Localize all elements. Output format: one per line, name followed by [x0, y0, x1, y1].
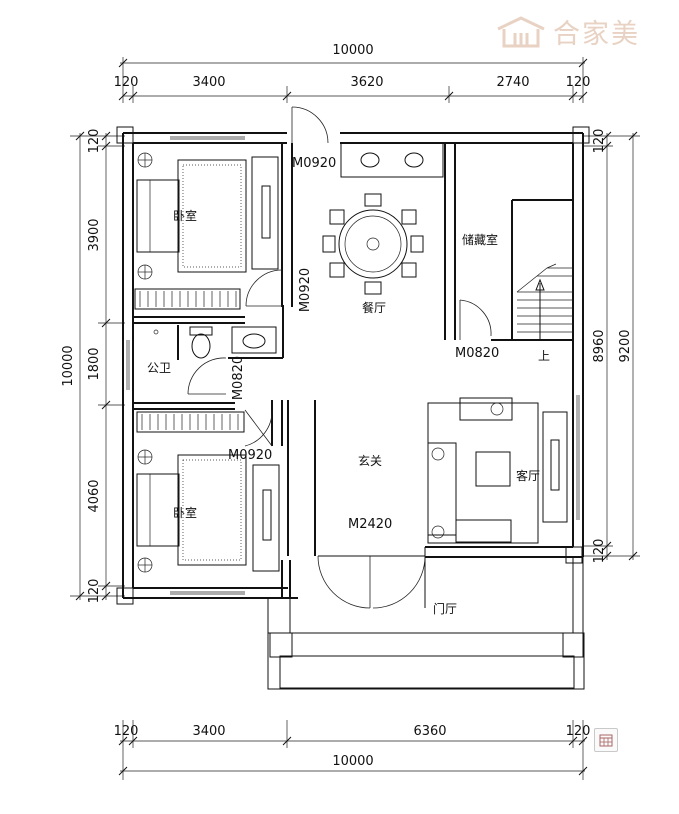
- dim-top-seg-1: 120: [114, 75, 139, 90]
- dim-top-seg-2: 3400: [192, 75, 225, 90]
- room-label-storage: 储藏室: [462, 232, 498, 247]
- room-label-dining: 餐厅: [362, 300, 386, 315]
- dim-top-seg-3: 3620: [350, 75, 383, 90]
- dim-left-total: 10000: [61, 345, 76, 386]
- door-code-storage: M0820: [455, 346, 499, 361]
- dim-right-seg-bottom: 120: [592, 539, 607, 564]
- tv-cabinet-bottom: [252, 464, 280, 572]
- dim-right-inner: 8960: [592, 329, 607, 362]
- dimension-lines: [70, 57, 640, 780]
- dim-right-outer: 9200: [618, 329, 633, 362]
- room-label-bathroom: 公卫: [147, 361, 171, 375]
- wardrobe-top: [134, 288, 241, 310]
- room-label-bedroom-top: 卧室: [173, 208, 197, 223]
- brand-watermark: 合家美: [495, 12, 640, 51]
- room-label-foyer: 玄关: [358, 453, 382, 468]
- dim-left-seg-3: 1800: [87, 347, 102, 380]
- dim-left-seg-4: 4060: [87, 479, 102, 512]
- room-labels: 卧室 卧室 公卫 餐厅 储藏室 玄关 客厅 门厅 上: [147, 208, 550, 616]
- room-label-bedroom-bottom: 卧室: [173, 505, 197, 520]
- dim-bottom-seg-3: 6360: [413, 724, 446, 739]
- doors: [126, 106, 580, 609]
- washbasin: [153, 326, 277, 354]
- dim-left-seg-5: 120: [87, 579, 102, 604]
- dining-table: [322, 193, 424, 295]
- dim-top-total: 10000: [332, 43, 373, 58]
- living-room-furniture: [427, 397, 568, 544]
- dim-left-seg-1: 120: [87, 129, 102, 154]
- staircase: [516, 263, 573, 340]
- door-code-bedroom-bottom: M0920: [228, 448, 272, 463]
- dim-top-seg-4: 2740: [496, 75, 529, 90]
- door-code-main-entrance: M2420: [348, 517, 392, 532]
- dim-top-seg-5: 120: [566, 75, 591, 90]
- dim-bottom-seg-2: 3400: [192, 724, 225, 739]
- wardrobe-bottom: [136, 411, 245, 433]
- toilet: [189, 326, 213, 359]
- dining-counter: [340, 142, 444, 178]
- brand-name: 合家美: [553, 19, 640, 50]
- room-label-entry-hall: 门厅: [433, 601, 457, 616]
- door-codes: M0920 M0920 M0820 M0920 M0820 M2420: [228, 156, 499, 532]
- door-code-bathroom: M0820: [231, 356, 246, 400]
- house-logo-icon: [497, 15, 545, 47]
- floor-plan-zoom-icon[interactable]: [594, 728, 618, 752]
- door-code-entry-top: M0920: [292, 156, 336, 171]
- door-code-dining-side: M0920: [298, 268, 313, 312]
- grid-icon: [599, 734, 613, 747]
- dim-bottom-total: 10000: [332, 754, 373, 769]
- walls: [116, 126, 590, 690]
- stairs-up-label: 上: [538, 349, 550, 363]
- dim-bottom-seg-4: 120: [566, 724, 591, 739]
- dim-right-seg-top: 120: [592, 129, 607, 154]
- dimension-labels: 10000 120 3400 3620 2740 120 120 3400 63…: [61, 43, 633, 769]
- bed-top: [136, 152, 247, 280]
- room-label-living: 客厅: [516, 468, 540, 483]
- dim-bottom-seg-1: 120: [114, 724, 139, 739]
- bed-bottom: [136, 449, 247, 573]
- dim-left-seg-2: 3900: [87, 218, 102, 251]
- tv-cabinet-top: [251, 156, 279, 270]
